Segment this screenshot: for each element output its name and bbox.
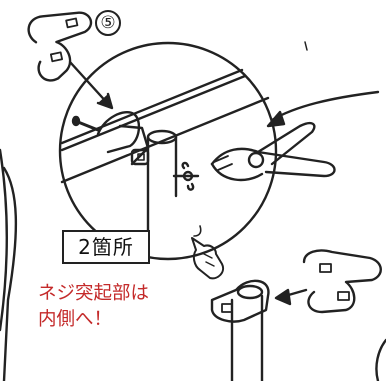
bottom-right-curve (375, 338, 386, 381)
clip-part-right (302, 249, 382, 314)
location-count-label: 2箇所 (62, 230, 150, 264)
pliers (210, 121, 336, 182)
step-number-badge: ⑤ (95, 10, 121, 36)
left-frame-edge (2, 166, 18, 381)
pointing-hand (191, 225, 224, 280)
arrow-head-right (266, 110, 286, 128)
arrow-right-to-detail (270, 90, 380, 122)
pipe-top-edge (60, 68, 244, 145)
left-frame-edge-2 (0, 148, 8, 332)
arrow-head-lower (274, 288, 292, 306)
arrow-head-clip (96, 92, 114, 110)
small-mark (304, 41, 308, 51)
clip-part-top-left (27, 11, 93, 82)
warning-note: ネジ突起部は 内側へ！ (38, 281, 198, 333)
pipe-mid-edge (60, 74, 247, 152)
screw (71, 115, 100, 132)
wing-nut (172, 161, 200, 191)
pipe-bottom-edge (60, 96, 270, 184)
detail-circle (58, 41, 278, 261)
warning-line-1: ネジ突起部は (38, 283, 150, 304)
warning-line-2: 内側へ！ (38, 309, 113, 330)
clamp-in-detail (96, 111, 178, 234)
clamp-lower (210, 279, 270, 323)
